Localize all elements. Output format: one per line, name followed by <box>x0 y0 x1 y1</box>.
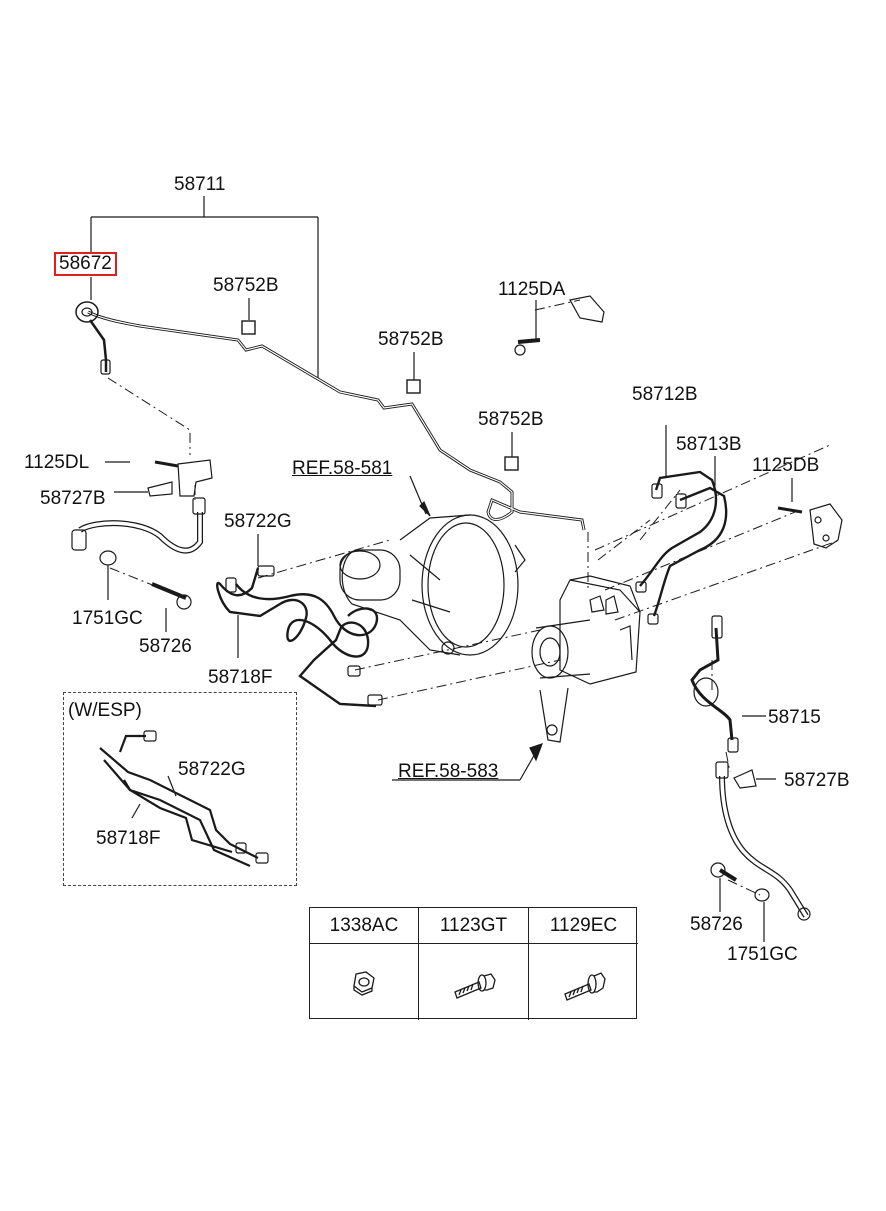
callout-1125da: 1125DA <box>498 279 566 300</box>
callout-58718f-1: 58718F <box>208 667 273 688</box>
callout-w-esp: (W/ESP) <box>68 700 142 721</box>
callout-1751gc-right: 1751GC <box>727 944 798 965</box>
common-parts-table: 1338AC 1123GT 1129EC <box>309 907 638 1020</box>
callout-58722g-1: 58722G <box>224 511 292 532</box>
bracket-left <box>105 459 213 497</box>
parts-header-1123gt: 1123GT <box>419 908 529 944</box>
callout-58672-highlighted[interactable]: 58672 <box>54 252 117 276</box>
callout-1751gc-left: 1751GC <box>72 608 143 629</box>
callout-ref-58-581: REF.58-581 <box>292 458 393 479</box>
grommet-58672 <box>75 301 99 323</box>
callout-58752b-2: 58752B <box>378 329 444 350</box>
brake-hose-58715 <box>690 627 734 741</box>
flange-bolt-icon <box>563 972 606 1001</box>
callout-58715: 58715 <box>768 707 821 728</box>
callout-58727b-right: 58727B <box>784 770 850 791</box>
esp-variant-inset <box>63 692 297 886</box>
callout-1125db: 1125DB <box>752 455 820 476</box>
callout-58726-left: 58726 <box>139 636 192 657</box>
callout-58726-right: 58726 <box>690 914 743 935</box>
callout-58752b-3: 58752B <box>478 409 544 430</box>
parts-cell-1338ac <box>310 944 419 1020</box>
callout-ref-58-583: REF.58-583 <box>398 761 499 782</box>
parts-header-1129ec: 1129EC <box>529 908 638 944</box>
callout-58711: 58711 <box>174 174 226 195</box>
brake-pipe-58718f <box>216 567 379 708</box>
abs-hcu <box>531 575 641 743</box>
callout-58722g-2: 58722G <box>178 759 246 780</box>
leader-58711 <box>90 196 319 380</box>
brake-booster <box>339 514 526 656</box>
bolt-1125da <box>514 295 605 356</box>
parts-cell-1123gt <box>419 944 529 1020</box>
callout-58713b: 58713B <box>676 434 742 455</box>
callout-1125dl: 1125DL <box>24 452 90 473</box>
callout-58712b: 58712B <box>632 384 698 405</box>
hex-nut-icon <box>353 971 375 996</box>
callout-58727b-left: 58727B <box>40 488 106 509</box>
brake-hose-left <box>78 512 203 554</box>
bracket-right <box>777 478 843 549</box>
flange-bolt-icon <box>453 973 496 999</box>
parts-header-1338ac: 1338AC <box>310 908 419 944</box>
esp-pipes <box>99 734 259 868</box>
brake-pipe-58712b <box>639 470 728 617</box>
parts-cell-1129ec <box>529 944 638 1020</box>
callout-58718f-2: 58718F <box>96 828 161 849</box>
callout-58752b-1: 58752B <box>213 275 279 296</box>
